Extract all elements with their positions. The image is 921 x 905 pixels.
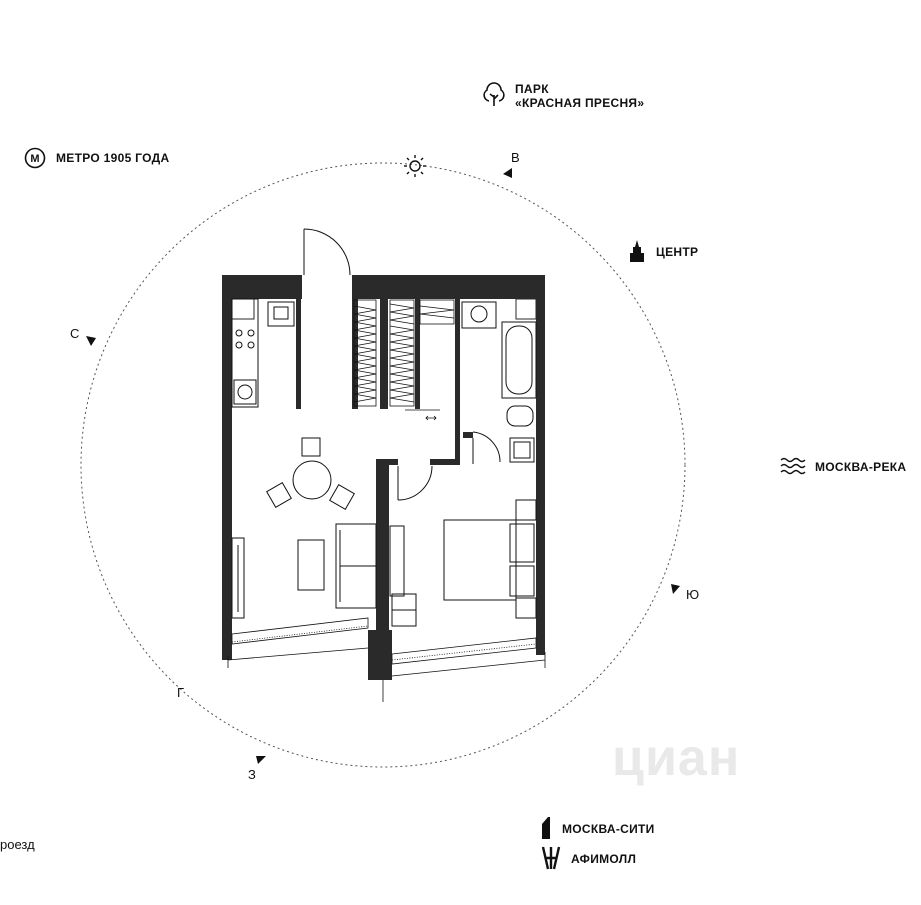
sun-icon: [404, 155, 426, 177]
window-strip: [227, 617, 546, 702]
compass-south: Ю: [686, 587, 700, 602]
cian-watermark: циан: [612, 729, 741, 787]
metro-icon: М: [24, 147, 46, 169]
compass-east: В: [511, 150, 520, 165]
waves-icon: [780, 457, 806, 475]
bedroom-furniture: [389, 465, 537, 627]
compass-north: С: [70, 326, 80, 341]
metro-label: МЕТРО 1905 ГОДА: [56, 151, 170, 165]
living-furniture: [231, 523, 377, 619]
compass-arrows: [86, 168, 680, 764]
river-label: МОСКВА-РЕКА: [815, 460, 907, 474]
afimall-icon: [541, 846, 561, 870]
center-label: ЦЕНТР: [656, 245, 699, 259]
outer-walls: [222, 275, 545, 680]
road-label: роезд: [0, 837, 35, 852]
kremlin-tower-icon: [630, 240, 644, 262]
orientation-circle: [80, 162, 686, 768]
bathroom-fixtures: [461, 301, 537, 464]
compass-west: З: [248, 767, 256, 782]
afimall-label: АФИМОЛЛ: [571, 852, 637, 866]
compass-bottom-left: Г: [177, 685, 185, 700]
skyscraper-icon: [542, 817, 550, 839]
column-shafts: [231, 298, 537, 320]
city-label: МОСКВА-СИТИ: [562, 822, 655, 836]
dining-set: [266, 437, 355, 510]
svg-text:М: М: [30, 153, 39, 165]
park-label-line1: ПАРК: [515, 82, 549, 96]
entrance-door: [303, 228, 351, 276]
wardrobe: [353, 299, 455, 421]
kitchen-unit: [231, 298, 295, 408]
park-label-line2: «КРАСНАЯ ПРЕСНЯ»: [515, 96, 645, 110]
tree-icon: [483, 82, 505, 106]
